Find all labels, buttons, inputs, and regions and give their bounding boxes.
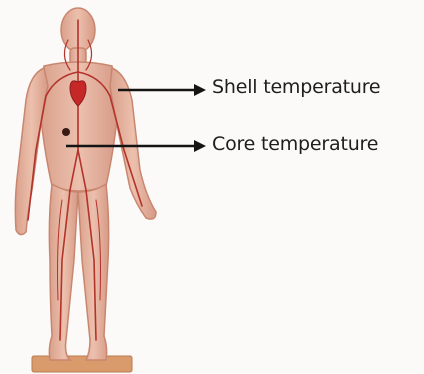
core-marker [62,128,70,136]
core-temperature-label: Core temperature [212,133,378,155]
figure-base [32,356,132,372]
shell-temperature-label: Shell temperature [212,76,380,98]
